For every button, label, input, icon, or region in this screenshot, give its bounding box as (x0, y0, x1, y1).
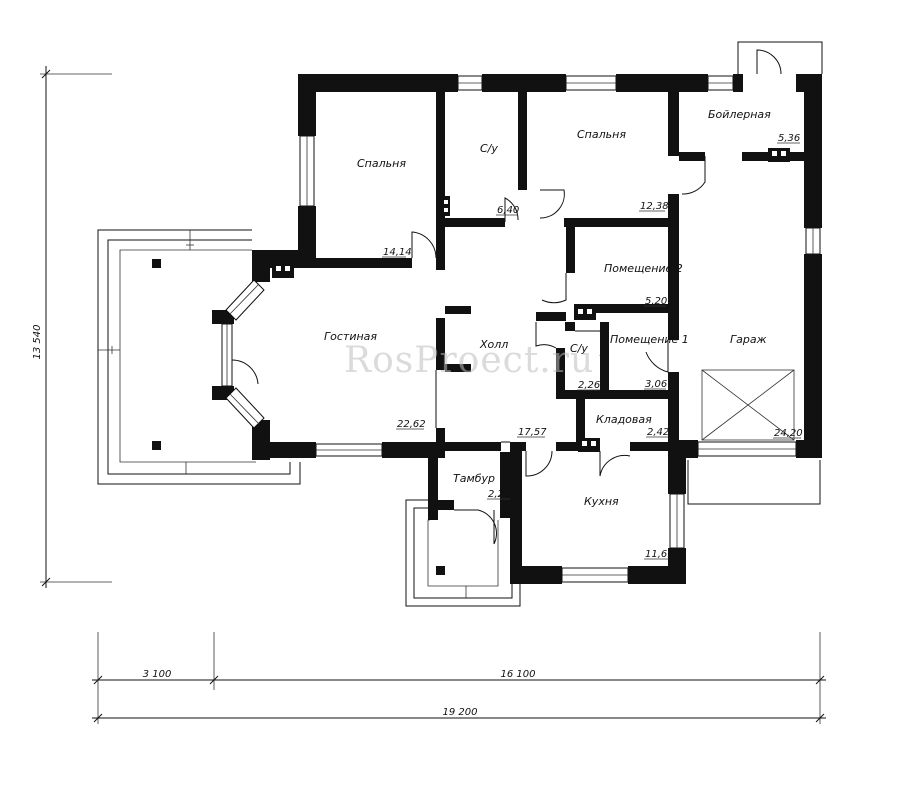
watermark: RosProect.ru (344, 340, 594, 381)
vent-markers (272, 148, 790, 452)
dimension-height: 13 540 (32, 325, 43, 360)
area-vestibule: 2,24 (488, 489, 510, 500)
area-wc-mid: 2,26 (578, 380, 600, 391)
room-label-living: Гостиная (324, 330, 377, 343)
room-label-storage: Кладовая (596, 413, 652, 426)
dimension-width-left: 3 100 (143, 669, 172, 680)
area-garage: 24,20 (774, 428, 803, 439)
room-label-garage: Гараж (730, 333, 767, 346)
area-bedroom-left: 14,14 (383, 247, 412, 258)
area-boiler: 5,36 (778, 133, 800, 144)
room-label-room2: Помещение 2 (604, 262, 683, 275)
room-label-hall: Холл (479, 338, 508, 351)
room-labels: Спальня С/у Спальня Бойлерная Помещение … (324, 108, 771, 508)
area-wc-top: 6,40 (497, 205, 519, 216)
room-label-bedroom-left: Спальня (357, 157, 406, 170)
dimension-width-total: 19 200 (443, 707, 478, 718)
garage-pit (701, 369, 795, 441)
bay-window (221, 279, 265, 429)
doors (231, 49, 782, 545)
area-room2: 5,20 (645, 296, 667, 307)
windows (299, 75, 821, 583)
dimension-labels: 13 540 3 100 16 100 19 200 (32, 325, 536, 719)
room-label-room1: Помещение 1 (610, 333, 689, 346)
room-label-boiler: Бойлерная (708, 108, 771, 121)
garage-apron (687, 41, 823, 505)
area-living: 22,62 (397, 419, 426, 430)
room-label-bedroom-right: Спальня (577, 128, 626, 141)
dimension-lines (40, 66, 826, 724)
room-label-kitchen: Кухня (584, 495, 619, 508)
terrace-left (97, 229, 301, 485)
area-room1: 3,06 (645, 379, 667, 390)
area-bedroom-right: 12,38 (640, 201, 669, 212)
room-label-vestibule: Тамбур (453, 472, 495, 485)
dimension-width-right: 16 100 (501, 669, 536, 680)
area-labels: 14,14 6,40 12,38 5,36 5,20 3,06 22,62 2,… (382, 133, 803, 560)
area-kitchen: 11,61 (645, 549, 674, 560)
area-hall: 17,57 (518, 427, 547, 438)
area-storage: 2,42 (647, 427, 669, 438)
room-label-wc-mid: С/у (570, 342, 588, 355)
room-label-wc-top: С/у (480, 142, 498, 155)
